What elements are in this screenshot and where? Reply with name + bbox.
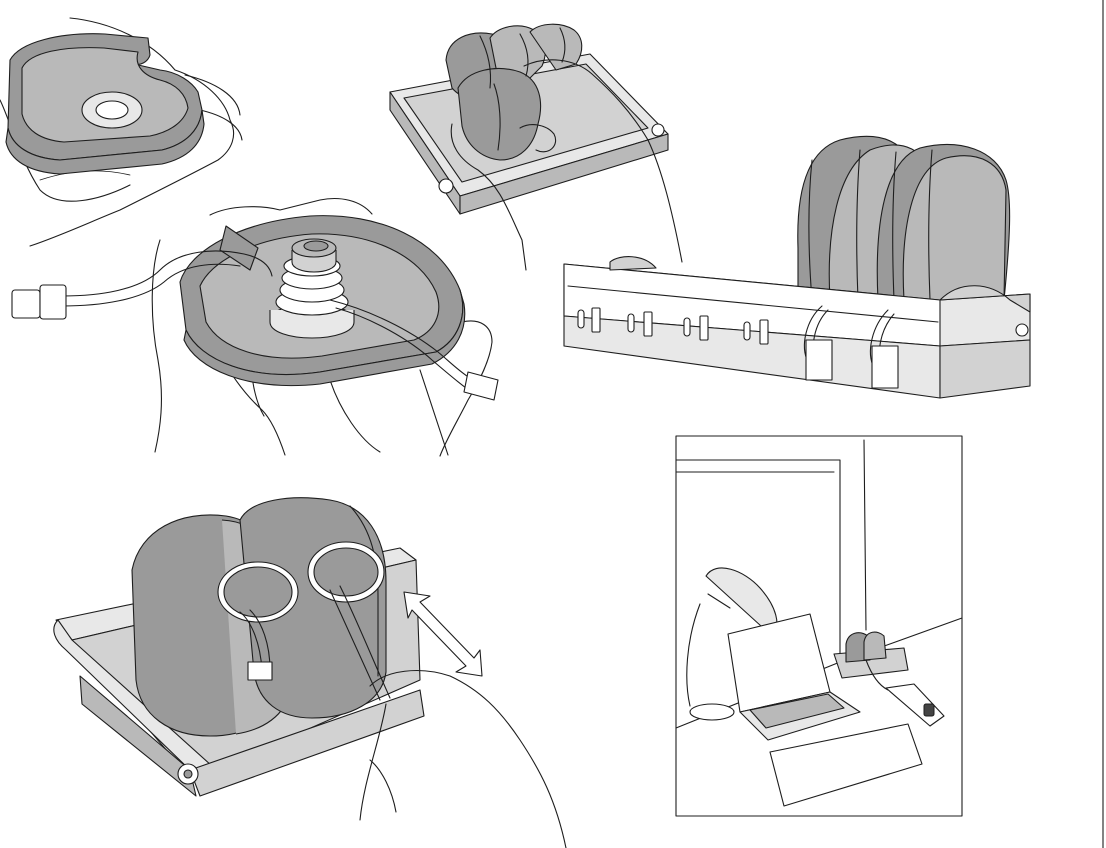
charging-dock-with-spools-icon xyxy=(563,135,1031,399)
desk-scene-with-dock-icon xyxy=(675,435,963,817)
spools-sliding-in-tray-icon xyxy=(53,497,567,848)
hand-placing-spools-in-tray-icon xyxy=(389,23,683,271)
hand-holding-organizer-base-icon xyxy=(0,17,243,247)
cable-winding-around-spool-icon xyxy=(11,197,499,457)
